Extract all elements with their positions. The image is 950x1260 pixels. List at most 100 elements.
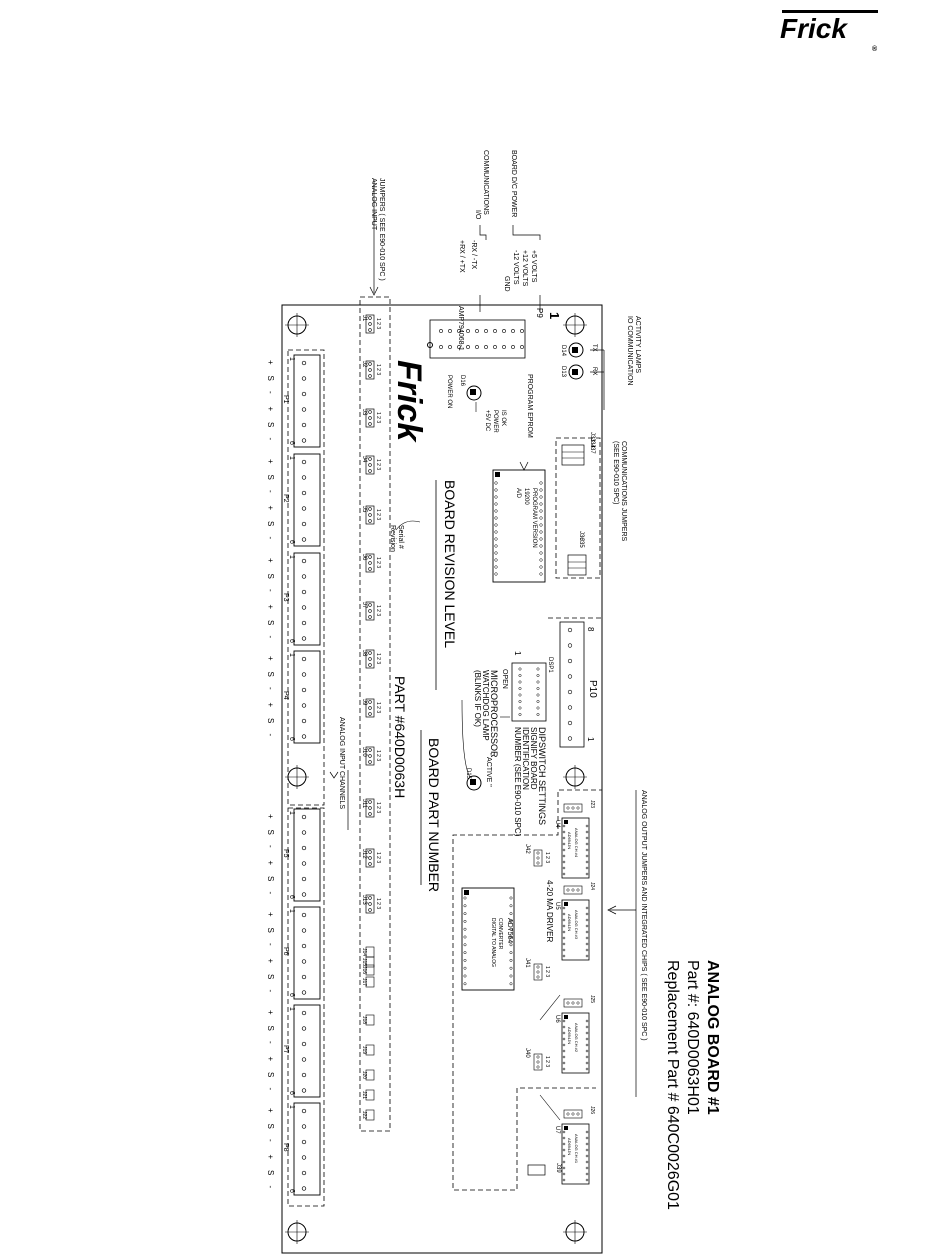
frick-logo: Frick ® <box>776 10 878 53</box>
chip-pin <box>562 948 566 952</box>
dipswitch-pins <box>518 667 540 716</box>
chip-pin <box>463 958 467 962</box>
chip-pin <box>463 896 467 900</box>
output-jumper-j42[interactable] <box>533 849 543 867</box>
input-connector-p2[interactable] <box>293 453 321 547</box>
leader-line <box>539 1094 561 1121</box>
output-jumper-j23[interactable] <box>563 803 583 813</box>
terminal-label: + <box>266 1108 275 1113</box>
board-outline <box>281 304 603 1254</box>
micro-caption: MICROPROCESSOR WATCHDOG LAMP (BLINKS IF … <box>473 670 499 758</box>
comm-jumper-j35-j36[interactable] <box>567 554 587 576</box>
output-jumper-j25[interactable] <box>563 998 583 1008</box>
p9-pin <box>493 329 497 333</box>
input-jumper[interactable] <box>365 848 375 868</box>
comm-jumpers-caption: COMMUNICATIONS JUMPERS (SEE E90-010 SPC) <box>612 441 627 542</box>
terminal-label: - <box>266 589 275 592</box>
output-jumper-j24[interactable] <box>563 885 583 895</box>
output-jumper-j40[interactable] <box>533 1053 543 1071</box>
chip-pin <box>585 842 589 846</box>
input-jumper[interactable] <box>365 746 375 766</box>
input-connector-p7[interactable] <box>293 1004 321 1098</box>
mounting-hole <box>563 765 587 789</box>
p9-pin <box>493 345 497 349</box>
input-connector-p3[interactable] <box>293 552 321 646</box>
input-jumper[interactable] <box>365 1069 375 1081</box>
input-connector-p5[interactable] <box>293 808 321 902</box>
chip-pin <box>585 918 589 922</box>
input-jumper[interactable] <box>365 698 375 718</box>
chip-pin <box>562 1178 566 1182</box>
dsw-pin <box>536 674 540 677</box>
input-jumper[interactable] <box>365 798 375 818</box>
pin-1-marker <box>495 472 500 477</box>
dc-line: GND <box>503 276 510 292</box>
j39-jumper[interactable] <box>527 1164 546 1176</box>
terminal-pin <box>301 1186 307 1191</box>
input-connector-p1[interactable] <box>293 354 321 448</box>
terminal-pin <box>301 1124 307 1129</box>
terminal-pin <box>301 1026 307 1031</box>
input-jumper[interactable] <box>365 1089 375 1101</box>
dsp1-pin-1-label: 1 <box>513 651 522 656</box>
eprom-chip <box>492 469 546 583</box>
terminal-pin <box>301 845 307 851</box>
terminal-label: + <box>266 912 275 917</box>
pin-first-label: 1 <box>288 555 295 559</box>
input-jumper[interactable] <box>365 553 375 573</box>
p9-pin <box>475 345 479 349</box>
input-jumper[interactable] <box>365 455 375 475</box>
comm-jumper-j33-j37[interactable] <box>561 444 585 466</box>
output-chip-part: AD694JN <box>567 832 572 849</box>
input-jumper[interactable] <box>365 408 375 428</box>
output-jumper-j26[interactable] <box>563 1109 583 1119</box>
analog-outputs-label: ANALOG OUTPUT JUMPERS AND INTEGRATED CHI… <box>640 790 647 1041</box>
jumper-pin <box>368 410 372 414</box>
chip-pin <box>562 936 566 940</box>
output-chip-u5 <box>561 899 590 961</box>
jumper-pin-numbers: 1 2 3 <box>375 802 381 813</box>
jumper-group-outline <box>359 296 391 1132</box>
input-jumper[interactable] <box>365 649 375 669</box>
arrow-icon <box>607 905 617 915</box>
dipswitch-dsp1[interactable] <box>511 662 547 722</box>
input-jumper[interactable] <box>365 1014 375 1026</box>
terminal-pin <box>301 830 307 835</box>
input-jumper[interactable] <box>365 1044 375 1056</box>
input-jumper[interactable] <box>365 964 375 976</box>
jumper-pin <box>368 469 372 473</box>
input-jumpers-caption: ANALOG INPUT JUMPERS ( SEE E90-010 SPC ) <box>370 178 385 281</box>
output-jumper-j41[interactable] <box>533 963 543 981</box>
input-jumper[interactable] <box>365 314 375 334</box>
input-jumper[interactable] <box>365 360 375 380</box>
pin-1-marker <box>564 1015 568 1019</box>
jumper-label: J9 <box>361 699 367 706</box>
input-jumper[interactable] <box>365 894 375 914</box>
pin-1-marker <box>564 820 568 824</box>
terminal-pin <box>301 490 307 496</box>
input-jumper[interactable] <box>365 976 375 988</box>
input-connector-p4[interactable] <box>293 650 321 744</box>
dac-pins <box>463 896 513 986</box>
input-jumper[interactable] <box>365 601 375 621</box>
jumper-pin-numbers: 1 2 3 <box>375 898 381 909</box>
chip-pin <box>539 572 543 576</box>
dac-chip <box>461 887 515 991</box>
input-connector-p6[interactable] <box>293 906 321 1000</box>
pin-first-label: 1 <box>288 1007 295 1011</box>
board-frick-logo: Frick <box>390 360 428 443</box>
chip-pin <box>562 1142 566 1146</box>
input-connector-p8[interactable] <box>293 1102 321 1196</box>
input-jumper[interactable] <box>365 505 375 525</box>
terminal-label: + <box>266 1010 275 1015</box>
analog-input-connectors: +S-+S-P116+S-+S-P216+S-+S-P316+S-+S-P416… <box>266 354 321 1196</box>
dsw-pin <box>518 674 522 677</box>
input-jumper[interactable] <box>365 1109 375 1121</box>
terminal-label: S <box>266 376 275 381</box>
input-jumper[interactable] <box>365 956 375 968</box>
jumper-pin <box>368 651 372 655</box>
chip-pin <box>562 1037 566 1041</box>
dc-power-lines: +5 VOLTS +12 VOLTS -12 VOLTS GND <box>503 250 537 292</box>
chip-pin <box>463 943 467 947</box>
